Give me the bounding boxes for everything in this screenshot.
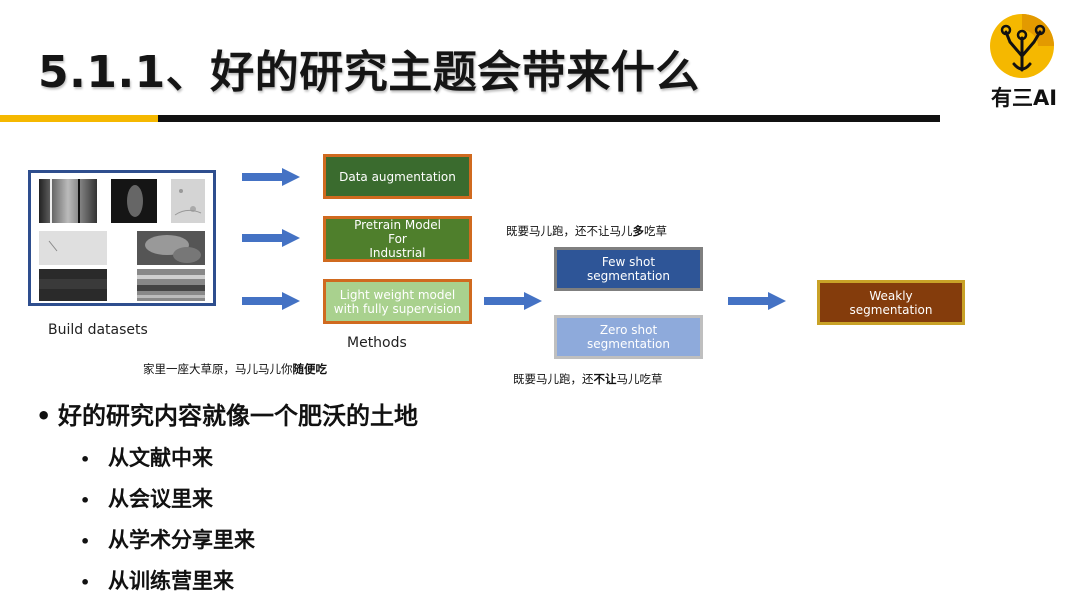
zero-shot-caption: 既要马儿跑，还不让马儿吃草 [513,372,663,386]
title-rule-accent [0,115,158,122]
logo-icon [990,14,1054,78]
arrow-right-icon [242,229,300,247]
defect-image-2 [111,179,157,223]
arrow-right-icon [242,292,300,310]
weakly-segmentation-box: Weakly segmentation [817,280,965,325]
slide-title: 5.1.1、好的研究主题会带来什么 [38,47,700,98]
few-shot-segmentation-box: Few shot segmentation [554,247,703,291]
dataset-caption: 家里一座大草原，马儿马儿你随便吃 [143,362,327,376]
title-rule [158,115,940,122]
lightweight-model-box: Light weight model with fully supervisio… [323,279,472,324]
build-datasets-label: Build datasets [48,322,148,338]
arrow-right-icon [728,292,786,310]
defect-image-3 [171,179,205,223]
arrow-right-icon [484,292,542,310]
dataset-images-frame [28,170,216,306]
sub-bullet: •从文献中来 [80,446,213,470]
defect-image-5 [137,231,205,265]
pretrain-model-box: Pretrain Model For Industrial [323,216,472,262]
defect-image-4 [39,231,107,265]
few-shot-caption: 既要马儿跑，还不让马儿多吃草 [506,224,667,238]
sub-bullet: •从训练营里来 [80,569,234,593]
defect-image-1 [39,179,97,223]
main-bullet: •好的研究内容就像一个肥沃的土地 [36,402,418,430]
defect-image-7 [137,269,205,301]
logo-text: 有三AI [990,86,1058,110]
data-augmentation-box: Data augmentation [323,154,472,199]
zero-shot-segmentation-box: Zero shot segmentation [554,315,703,359]
sub-bullet: •从学术分享里来 [80,528,255,552]
arrow-right-icon [242,168,300,186]
methods-label: Methods [347,335,407,351]
sub-bullet: •从会议里来 [80,487,213,511]
defect-image-6 [39,269,107,301]
